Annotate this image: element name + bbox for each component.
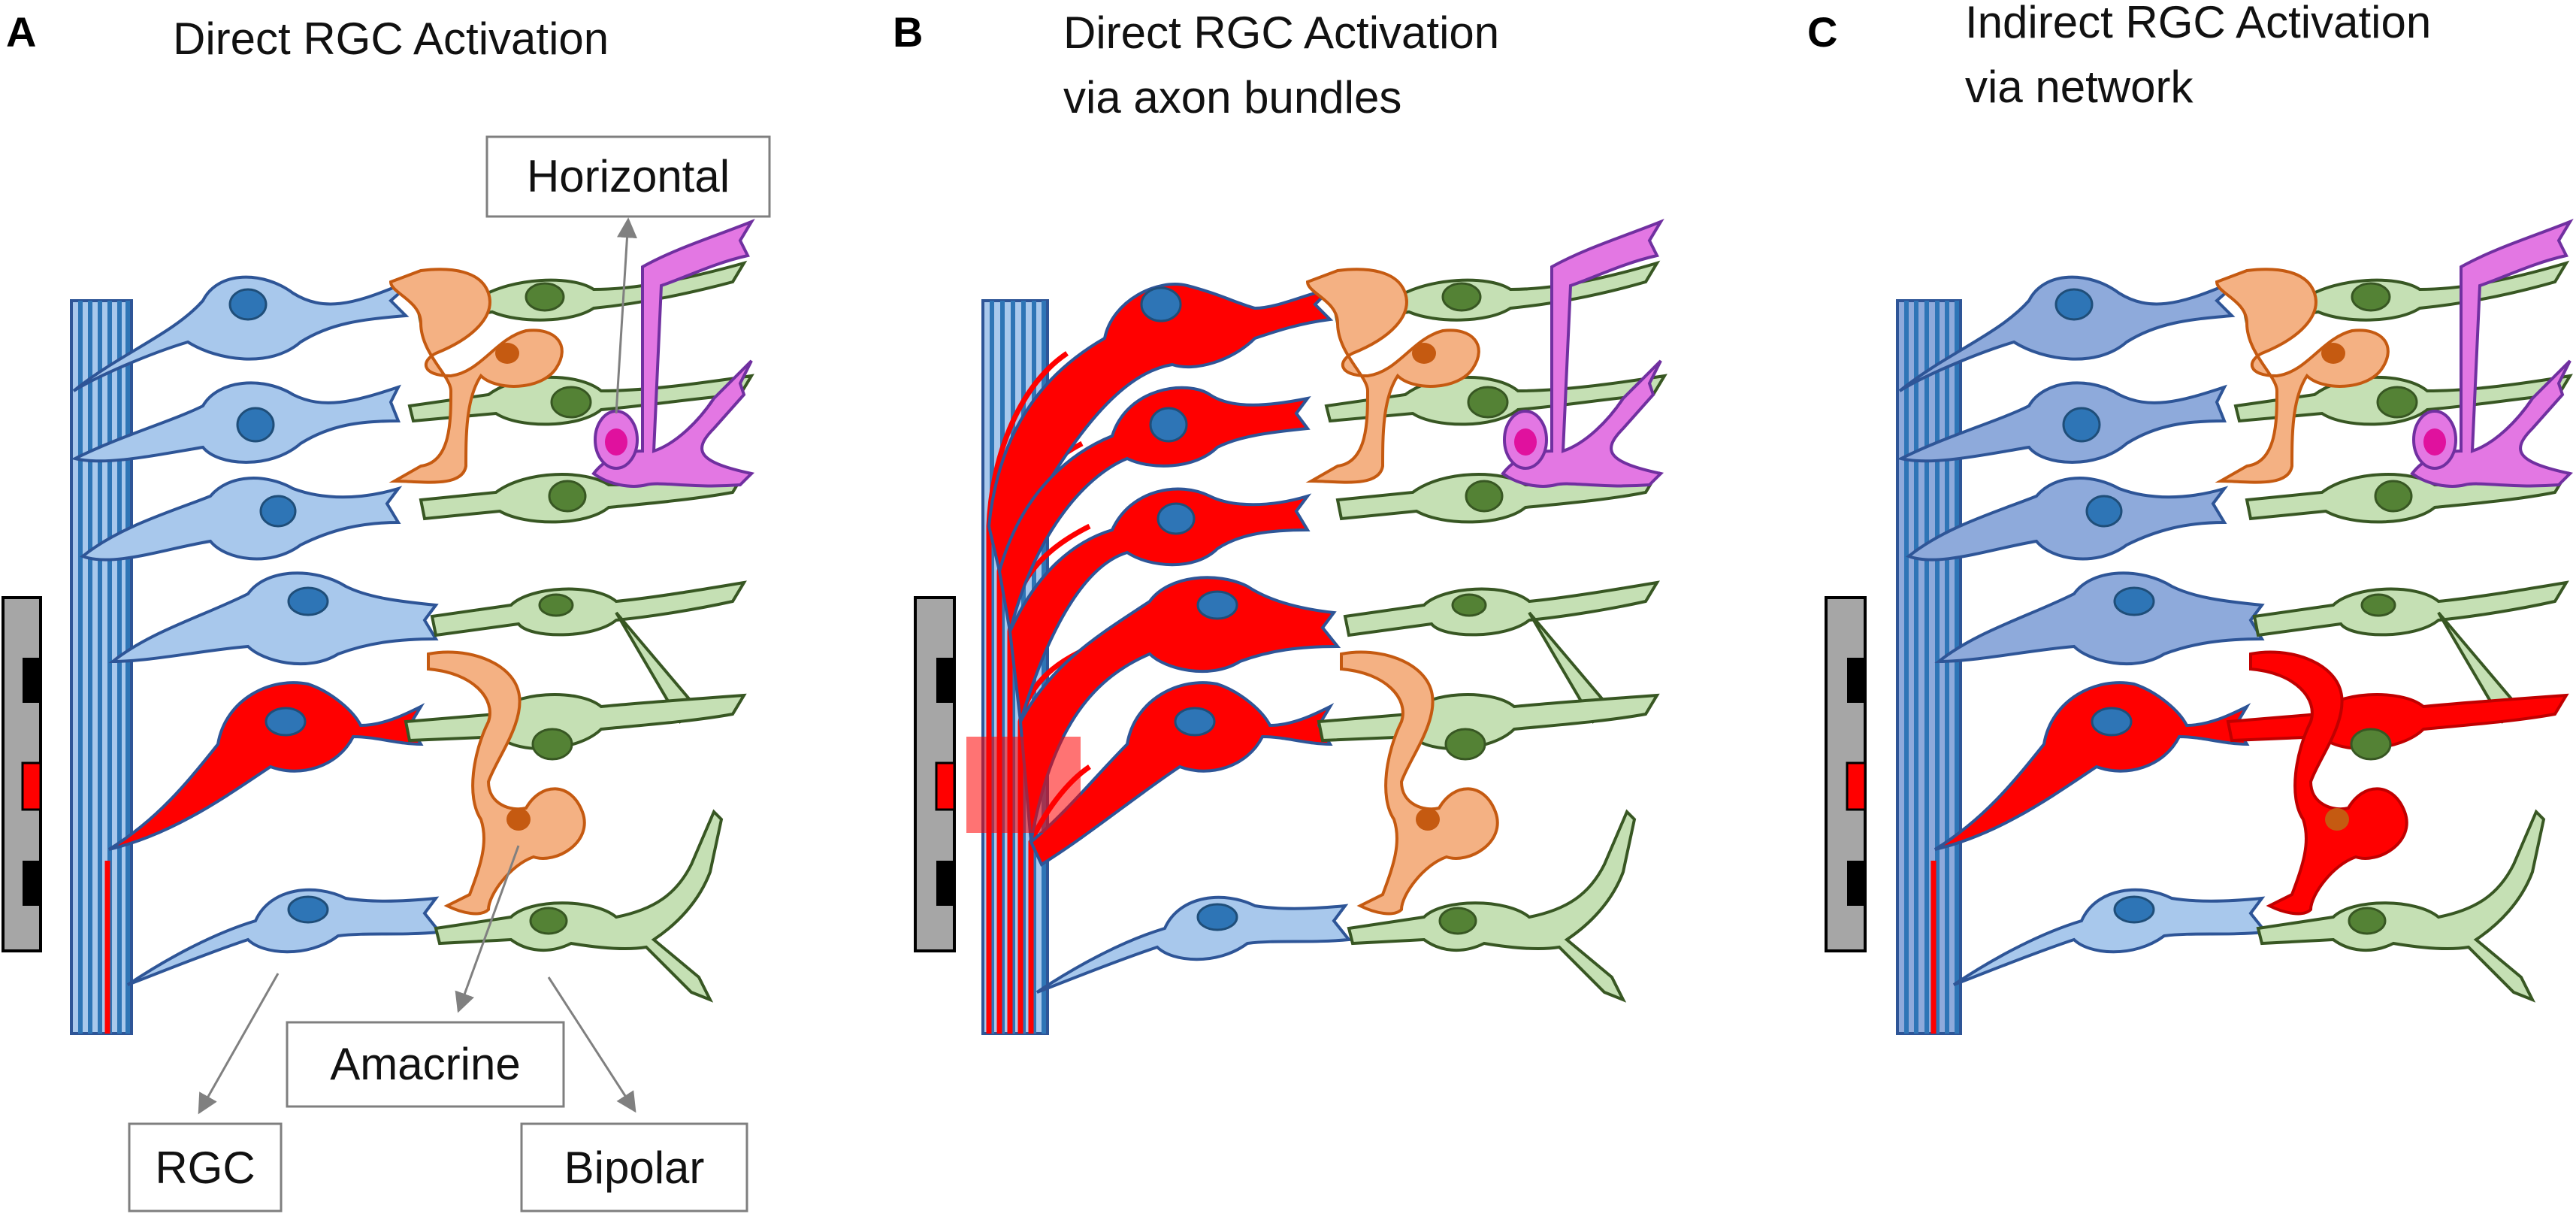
arrow-amacrine [455,845,520,1013]
electrode-array-a [2,596,42,952]
rgc-cell [1934,571,2265,665]
bipolar-cell [2241,260,2570,325]
rgc-cell [79,477,403,562]
horizontal-cell [2410,218,2574,488]
bipolar-cell [404,693,747,761]
bipolar-cell [1317,693,1660,761]
bipolar-cell [1335,471,1660,524]
amacrine-cell [1305,268,1480,484]
amacrine-cell [1340,650,1499,916]
label-bipolar-text: Bipolar [564,1143,705,1193]
label-horizontal-text: Horizontal [527,151,730,201]
bipolar-cell [415,260,748,325]
electrode-array-b [914,596,956,952]
panel-b-title-line1: Direct RGC Activation [1063,8,1499,58]
panel-c-title-line1: Indirect RGC Activation [1965,0,2431,47]
bipolar-cell [1324,374,1667,426]
rgc-cell-activated [997,386,1311,632]
rgc-cell [108,571,439,665]
label-horizontal: Horizontal [485,135,771,218]
rgc-cell-activated [1029,681,1335,867]
amacrine-cell [389,268,564,484]
panel-a-letter: A [6,8,36,56]
panel-c: C Indirect RGC Activation via network [1807,0,2574,1035]
stimulation-zone [966,737,1081,833]
bipolar-cell [1343,580,1660,724]
bipolar-cell [1347,809,1637,1003]
rgc-cell [126,888,443,986]
panel-a: A Direct RGC Activation [2,8,771,1212]
bipolar-cell [2252,580,2569,724]
rgc-cell [1897,381,2227,464]
electrode-array-c [1825,596,1867,952]
arrow-horizontal [615,217,637,414]
rgc-cell [71,381,401,464]
rgc-cell-activated [107,681,425,851]
panel-b: B Direct RGC Activation via axon bundles [893,8,1667,1035]
bipolar-cell [1332,260,1661,325]
axon-bundle-c [1896,299,1962,1035]
rgc-cell-activated [1018,576,1341,843]
panel-b-letter: B [893,8,923,56]
horizontal-cell [591,218,755,488]
label-amacrine-text: Amacrine [330,1039,520,1089]
arrow-bipolar [547,976,636,1113]
arrow-rgc [198,973,280,1115]
bipolar-cell [434,809,724,1003]
label-amacrine: Amacrine [286,1021,565,1108]
amacrine-cell [2215,268,2390,484]
bipolar-cell [2256,809,2546,1003]
rgc-cell-activated [1934,681,2251,851]
label-rgc-text: RGC [155,1143,255,1193]
label-rgc: RGC [128,1122,283,1212]
panel-c-title-line2: via network [1965,62,2194,112]
axon-bundle-a [70,299,133,1035]
horizontal-cell [1501,218,1664,488]
bipolar-cell [2233,374,2573,426]
amacrine-cell [427,650,586,916]
rgc-cell-activated [987,283,1335,576]
panel-a-title: Direct RGC Activation [173,14,609,64]
rgc-cell-activated [1008,487,1312,722]
amacrine-cell-activated [2249,650,2408,916]
panel-c-letter: C [1807,8,1837,56]
label-bipolar: Bipolar [520,1122,748,1212]
bipolar-cell [407,374,754,426]
bipolar-cell-activated [2226,693,2569,761]
rgc-cell [1036,895,1352,994]
panel-b-title-line2: via axon bundles [1063,72,1401,123]
rgc-cell [1905,477,2229,562]
rgc-cell [1952,888,2269,986]
